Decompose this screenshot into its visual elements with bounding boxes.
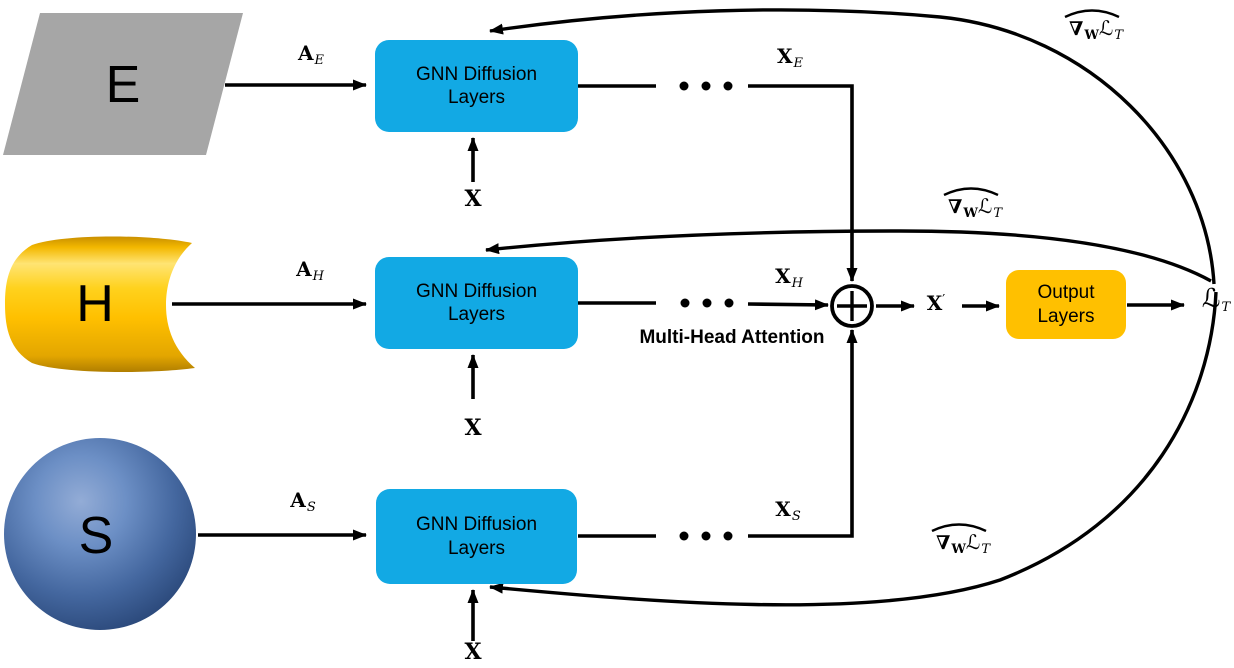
adjacency-label-h-base: A xyxy=(296,257,312,281)
branch-output-label-e-base: X xyxy=(776,44,793,68)
gradient-label-top-nabla: ∇ xyxy=(1069,18,1084,40)
gnn-box-s-line2: Layers xyxy=(447,537,506,559)
gnn-box-e-line2: Layers xyxy=(447,87,506,108)
adjacency-label-h-sub: H xyxy=(312,269,324,285)
feature-input-label-s-x: X xyxy=(464,639,482,665)
gradient-label-bottom-loss: ℒ xyxy=(965,530,981,554)
adjacency-label-s-sub: S xyxy=(306,500,316,516)
gradient-label-middle-subw: W xyxy=(963,206,978,222)
edge-branch-s-to-attention xyxy=(748,329,858,538)
branch-output-label-s-sub: S xyxy=(791,509,801,525)
gradient-label-middle-nabla: ∇ xyxy=(948,196,963,218)
gnn-box-h-line1: GNN Diffusion xyxy=(415,280,538,302)
adjacency-label-s-base: A xyxy=(290,488,306,512)
gradient-label-bottom-nabla: ∇ xyxy=(936,532,951,554)
edge-branch-h-to-attention xyxy=(747,299,829,311)
gradient-label-bottom: ∇WℒT xyxy=(923,522,1003,557)
feature-input-label-h-x: X xyxy=(464,415,482,441)
adjacency-label-s: AS xyxy=(263,488,343,515)
branch-output-label-e: XE xyxy=(750,44,830,71)
adjacency-label-e: AE xyxy=(271,41,351,68)
branch-output-label-s: XS xyxy=(748,497,828,524)
entity-label-s: S xyxy=(78,507,114,565)
edge-gradient-feedback-h xyxy=(485,229,1212,283)
output-box-line1: Output xyxy=(1037,281,1095,303)
fused-feature-label-prime: ′ xyxy=(942,292,946,308)
branch-output-label-h: XH xyxy=(749,264,829,291)
entity-shape-sphere-s xyxy=(4,438,196,630)
ellipsis-dots-h xyxy=(680,298,734,308)
gnn-box-e-line1: GNN Diffusion xyxy=(415,63,538,85)
gradient-label-top-subt: T xyxy=(1114,28,1123,44)
gradient-label-bottom-subt: T xyxy=(981,542,990,558)
multi-head-attention-label: Multi-Head Attention xyxy=(639,327,825,348)
loss-label-base: ℒ xyxy=(1201,284,1221,314)
adjacency-label-e-base: A xyxy=(297,41,314,65)
branch-output-label-h-sub: H xyxy=(791,276,803,292)
gnn-diffusion-box-e: GNN Diffusion Layers xyxy=(375,40,578,132)
branch-output-label-e-sub: E xyxy=(793,56,804,72)
edge-gradient-feedback-s xyxy=(489,291,1218,607)
gradient-label-bottom-subw: W xyxy=(951,542,966,558)
output-box-line2: Layers xyxy=(1037,305,1095,327)
aggregation-oplus-icon xyxy=(830,284,874,328)
entity-label-h: H xyxy=(76,275,114,333)
fused-feature-label-base: X xyxy=(926,291,943,315)
gradient-label-middle-subt: T xyxy=(993,206,1002,222)
branch-output-label-h-base: X xyxy=(775,264,791,288)
output-layers-box: Output Layers xyxy=(1006,270,1126,339)
feature-input-label-h: X xyxy=(443,415,503,441)
ellipsis-dots-e xyxy=(679,81,733,91)
feature-input-label-e-x: X xyxy=(464,186,482,212)
adjacency-label-e-sub: E xyxy=(314,53,325,69)
entity-label-e: E xyxy=(105,56,141,114)
gradient-label-top: ∇WℒT xyxy=(1056,8,1136,43)
widehat-icon xyxy=(1064,9,1120,18)
edge-branch-e-to-attention xyxy=(748,84,858,282)
gnn-box-s-line1: GNN Diffusion xyxy=(415,514,538,536)
gradient-label-top-loss: ℒ xyxy=(1098,16,1114,40)
gnn-box-h-line2: Layers xyxy=(447,304,506,325)
loss-label-sub: T xyxy=(1221,300,1231,316)
gradient-label-middle: ∇WℒT xyxy=(935,186,1015,221)
entity-shape-cylinder-h xyxy=(5,236,195,373)
gnn-diffusion-box-s: GNN Diffusion Layers xyxy=(376,489,577,584)
feature-input-label-s: X xyxy=(443,639,503,665)
ellipsis-dots-s xyxy=(679,531,733,541)
widehat-icon xyxy=(943,187,999,196)
adjacency-label-h: AH xyxy=(270,257,350,284)
feature-input-label-e: X xyxy=(443,186,503,212)
gradient-label-middle-loss: ℒ xyxy=(977,194,993,218)
loss-label: ℒT xyxy=(1190,284,1234,315)
gradient-label-top-subw: W xyxy=(1084,28,1099,44)
widehat-icon xyxy=(931,523,987,532)
edge-gradient-feedback-e xyxy=(489,8,1216,285)
fused-feature-label: X′ xyxy=(908,291,964,315)
branch-output-label-s-base: X xyxy=(775,497,791,521)
gnn-diffusion-box-h: GNN Diffusion Layers xyxy=(375,257,578,349)
entity-shape-parallelogram-e xyxy=(3,13,243,155)
